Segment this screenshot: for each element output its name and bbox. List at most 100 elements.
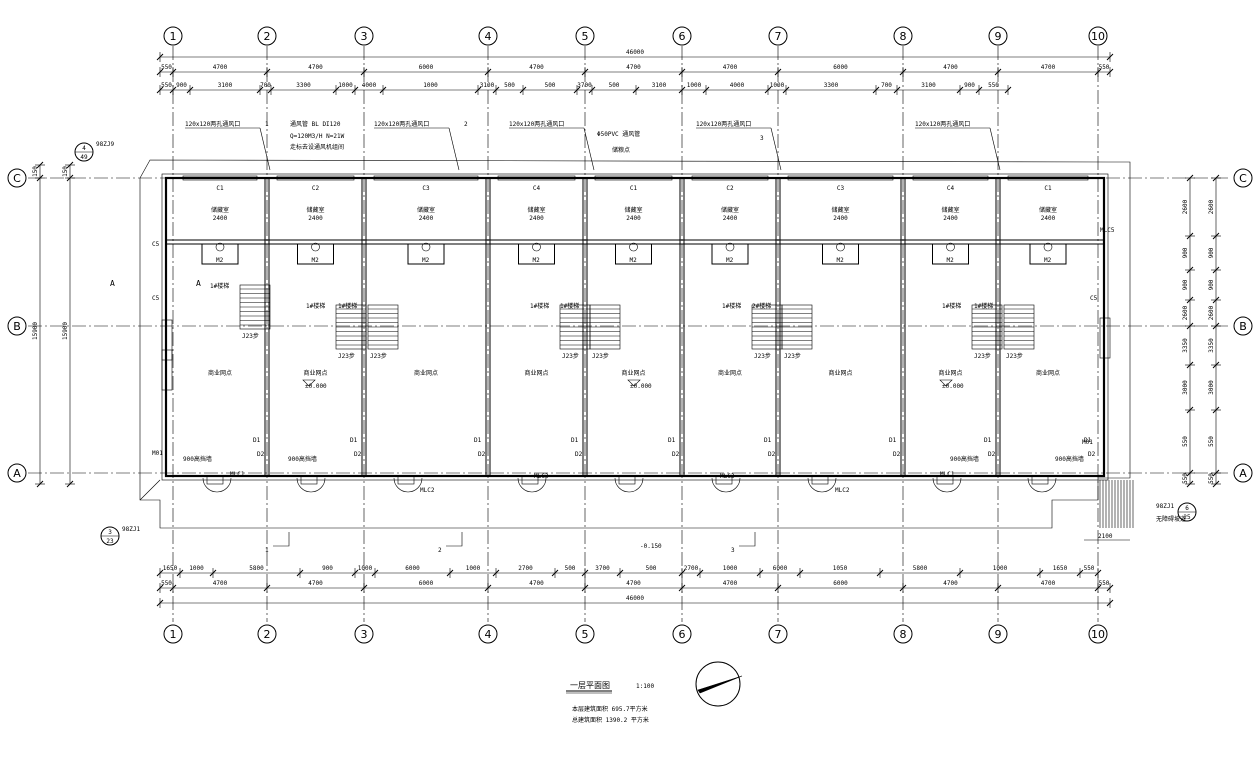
- door-label-m2: M2: [726, 257, 734, 264]
- window-label: C1: [630, 185, 638, 192]
- window-label-c5-right: C5: [1090, 295, 1098, 302]
- dim-detail-bottom-text: 2700: [684, 565, 699, 572]
- axis-bubble-10: [1088, 26, 1108, 46]
- dim-side-inner-1-text: 550: [1182, 473, 1189, 484]
- column-box: [1031, 475, 1049, 485]
- axis-label-9: 9: [995, 30, 1002, 43]
- vent-label: 120x120两孔通风口: [185, 120, 240, 128]
- dim-side-inner-1-text: 2600: [1182, 199, 1189, 214]
- dim-detail-bottom-text: 1000: [189, 565, 204, 572]
- door-label-d2: D2: [988, 451, 996, 458]
- dim-detail-bottom-text: 3700: [595, 565, 610, 572]
- axis-label-3: 3: [361, 30, 368, 43]
- room-label-shop: 商业网点: [938, 369, 962, 377]
- dim-side-inner-1-text: 3000: [1182, 380, 1189, 395]
- north-window: [594, 175, 673, 181]
- column-box: [521, 475, 539, 485]
- room-label-shop: 商业网点: [208, 369, 232, 377]
- dim-detail-bottom-text: 2700: [518, 565, 533, 572]
- dim-detail-bottom-text: 1650: [1053, 565, 1068, 572]
- axis-bubble-B: [7, 316, 27, 336]
- dim-bays-top-text: 4700: [529, 64, 544, 71]
- dim-detail-top-text: 1000: [687, 82, 702, 89]
- vent-leader: [448, 127, 460, 171]
- room-label-storage: 储藏室: [721, 206, 739, 214]
- room-label-shop: 商业网点: [524, 369, 548, 377]
- door-swing: [711, 477, 727, 493]
- room-label-storage: 储藏室: [1039, 206, 1057, 214]
- wc-room: [1029, 243, 1067, 265]
- dim-detail-top-text: 500: [504, 82, 515, 89]
- dim-2400: 2400: [626, 215, 641, 222]
- dim-side-outer-1-text: 15900: [62, 322, 69, 340]
- north-window: [912, 175, 989, 181]
- dim-bays-top-text: 550: [1099, 64, 1110, 71]
- dim-detail-bottom-text: 550: [1084, 565, 1095, 572]
- dim-detail-top-text: 3100: [652, 82, 667, 89]
- dim-detail-top-text: 3300: [824, 82, 839, 89]
- area-marker-a: A: [110, 279, 115, 288]
- dim-side-inner-0-text: 900: [1208, 247, 1215, 258]
- ref-label-top-left: 98ZJ9: [96, 141, 114, 148]
- dim-side-inner-0-text: 900: [1208, 279, 1215, 290]
- dim-detail-top-text: 550: [161, 82, 172, 89]
- area-marker-a2: A: [196, 279, 201, 288]
- axis-bubble-4: [478, 624, 498, 644]
- dim-detail-top-text: 900: [964, 82, 975, 89]
- door-label-m2: M2: [947, 257, 955, 264]
- door-swing: [1027, 477, 1043, 493]
- dim-detail-bottom-text: 5800: [913, 565, 928, 572]
- north-arrow: [695, 661, 743, 707]
- vent-label: 120x120两孔通风口: [374, 120, 429, 128]
- door-swing: [932, 477, 948, 493]
- ramp-dim-text: 2100: [1098, 533, 1113, 540]
- door-label-d1: D1: [764, 437, 772, 444]
- building-walls: [139, 159, 1131, 529]
- fixture-icon: [725, 242, 735, 252]
- door-label-d2: D2: [575, 451, 583, 458]
- dim-detail-top-text: 900: [176, 82, 187, 89]
- room-label-storage: 储藏室: [831, 206, 849, 214]
- section-callout: 3: [731, 547, 735, 554]
- vent-label: 120x120两孔通风口: [915, 120, 970, 128]
- axis-label-7: 7: [775, 30, 782, 43]
- dim-2400: 2400: [419, 215, 434, 222]
- section-callout: 2: [438, 547, 442, 554]
- dim-bays-top-text: 4700: [723, 64, 738, 71]
- dim-detail-bottom-text: 6000: [405, 565, 420, 572]
- wc-room: [932, 243, 969, 265]
- dim-bays-bottom-text: 4700: [1041, 580, 1056, 587]
- detail-ref-top-left-bottom: 49: [80, 154, 88, 161]
- door-label-mlc: MLC3: [534, 473, 549, 480]
- axis-bubble-A: [1233, 463, 1253, 483]
- dim-detail-top-text: 500: [545, 82, 556, 89]
- detail-ref-right-bottom: 25: [1183, 514, 1191, 521]
- north-window: [373, 175, 479, 181]
- dim-side-inner-1-text: 900: [1182, 279, 1189, 290]
- vent-leader: [259, 127, 271, 171]
- door-label-m01: M01: [152, 450, 163, 457]
- dim-overall-top-text: 46000: [626, 49, 644, 56]
- dim-detail-bottom-text: 5800: [249, 565, 264, 572]
- room-details: 储藏室2400M2C1商业网点D1D2储藏室2400M2C2商业网点D1D2储藏…: [182, 175, 1096, 550]
- dim-detail-bottom-text: 1650: [163, 565, 178, 572]
- section-leader: [273, 532, 290, 547]
- door-swing: [531, 477, 547, 493]
- dim-detail-top-text: 4000: [362, 82, 377, 89]
- door-label-m2: M2: [422, 257, 430, 264]
- door-swing: [216, 477, 232, 493]
- axis-bubble-9: [988, 624, 1008, 644]
- stair-step: J23步: [562, 352, 579, 360]
- axis-label-C: C: [1239, 172, 1247, 185]
- door-swing: [946, 477, 962, 493]
- door-label-d2: D2: [257, 451, 265, 458]
- dim-2400: 2400: [213, 215, 228, 222]
- stair-step: J23步: [592, 352, 609, 360]
- door-swing: [296, 477, 312, 493]
- axis-bubble-3: [354, 624, 374, 644]
- room-label-storage: 储藏室: [306, 206, 324, 214]
